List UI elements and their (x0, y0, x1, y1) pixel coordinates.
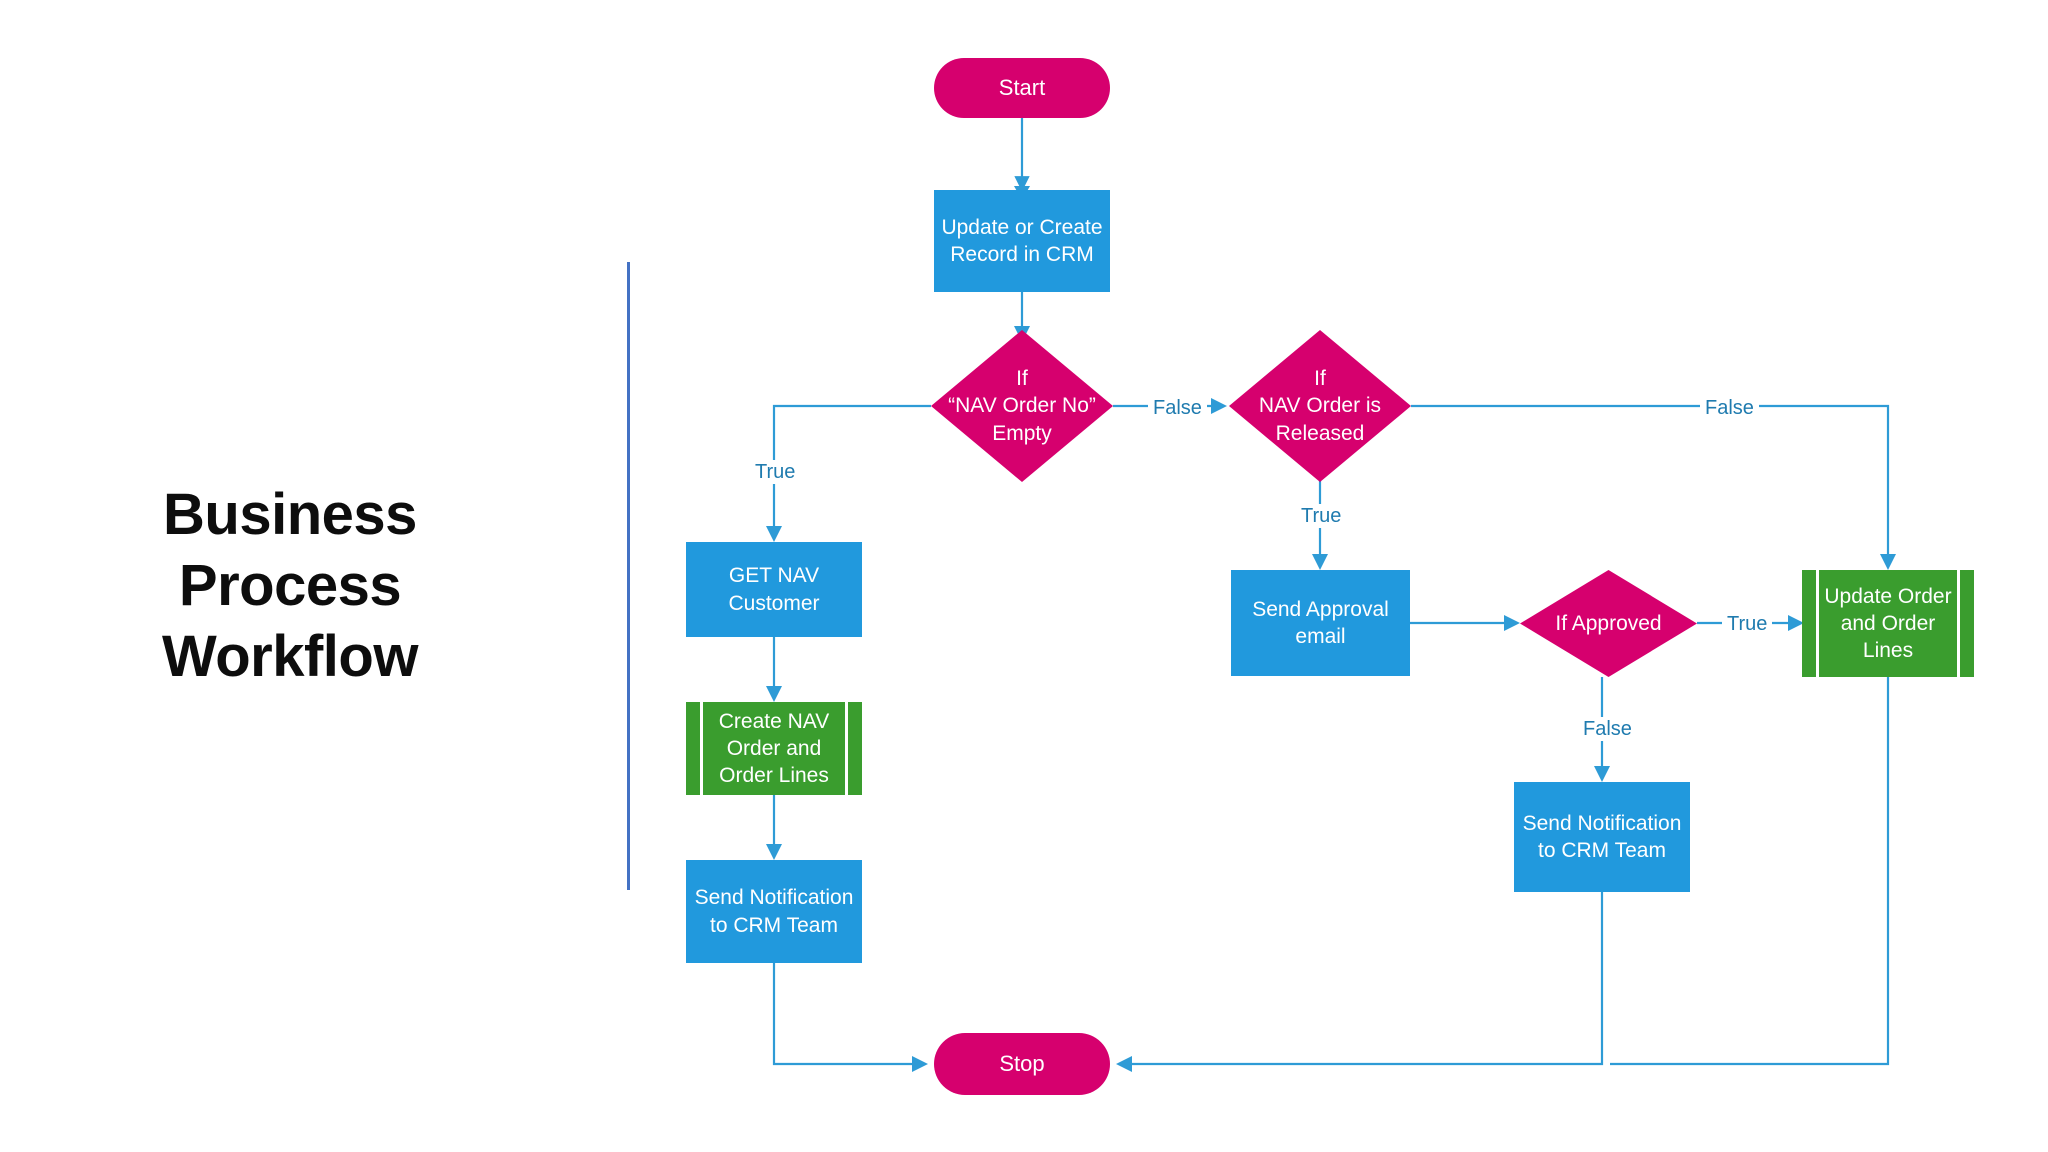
node-update-order-and-order-lines[interactable]: Update Order and Order Lines (1802, 570, 1974, 677)
page-title-line-3: Workflow (162, 623, 418, 689)
node-send-notification-crm-team-right[interactable]: Send Notification to CRM Team (1514, 782, 1690, 892)
node-send-approval-email[interactable]: Send Approval email (1231, 570, 1410, 676)
edge-label-empty-false: False (1148, 396, 1207, 420)
node-if-nav-order-is-released[interactable]: If NAV Order is Released (1229, 330, 1411, 482)
node-send-notification-crm-team-right-label: Send Notification to CRM Team (1522, 811, 1682, 862)
node-start[interactable]: Start (934, 58, 1110, 118)
node-send-approval-email-label: Send Approval email (1252, 597, 1389, 648)
predefined-left-bar (700, 702, 703, 795)
edge-label-released-false: False (1700, 396, 1759, 420)
vertical-divider-rule (627, 262, 630, 890)
node-update-create-record-crm-label: Update or Create Record in CRM (941, 215, 1103, 266)
predefined-right-bar (1957, 570, 1960, 677)
predefined-right-bar (845, 702, 848, 795)
node-get-nav-customer-label: GET NAV Customer (728, 564, 820, 615)
node-if-approved-label: If Approved (1555, 611, 1662, 635)
node-if-nav-order-no-empty[interactable]: If “NAV Order No” Empty (931, 330, 1113, 482)
node-if-nav-order-no-empty-label: If “NAV Order No” Empty (948, 367, 1096, 445)
edge-label-released-true: True (1296, 504, 1347, 528)
node-stop[interactable]: Stop (934, 1033, 1110, 1095)
edge-label-approved-false: False (1578, 717, 1637, 741)
node-send-notification-crm-team-left-label: Send Notification to CRM Team (694, 886, 854, 937)
node-update-create-record-crm[interactable]: Update or Create Record in CRM (934, 190, 1110, 292)
edge-label-approved-true: True (1722, 612, 1773, 636)
node-get-nav-customer[interactable]: GET NAV Customer (686, 542, 862, 637)
edge-notifyleft-to-stop (772, 963, 916, 1066)
edge-notifyright-to-stop (1128, 892, 1604, 1066)
edge-label-empty-true: True (750, 460, 801, 484)
node-send-notification-crm-team-left[interactable]: Send Notification to CRM Team (686, 860, 862, 963)
edge-released-false (1411, 404, 1890, 558)
predefined-left-bar (1816, 570, 1819, 677)
node-update-order-and-order-lines-label: Update Order and Order Lines (1824, 584, 1952, 663)
node-if-approved[interactable]: If Approved (1520, 570, 1697, 677)
node-stop-label: Stop (999, 1050, 1045, 1076)
node-start-label: Start (998, 74, 1046, 100)
page-title-line-2: Process (178, 552, 402, 618)
page-title-line-1: Business (163, 482, 417, 547)
node-if-nav-order-is-released-label: If NAV Order is Released (1258, 367, 1382, 445)
page-title: Business Process Workflow (130, 480, 450, 692)
node-create-nav-order-and-order-lines-label: Create NAV Order and Order Lines (718, 709, 830, 788)
node-create-nav-order-and-order-lines[interactable]: Create NAV Order and Order Lines (686, 702, 862, 795)
